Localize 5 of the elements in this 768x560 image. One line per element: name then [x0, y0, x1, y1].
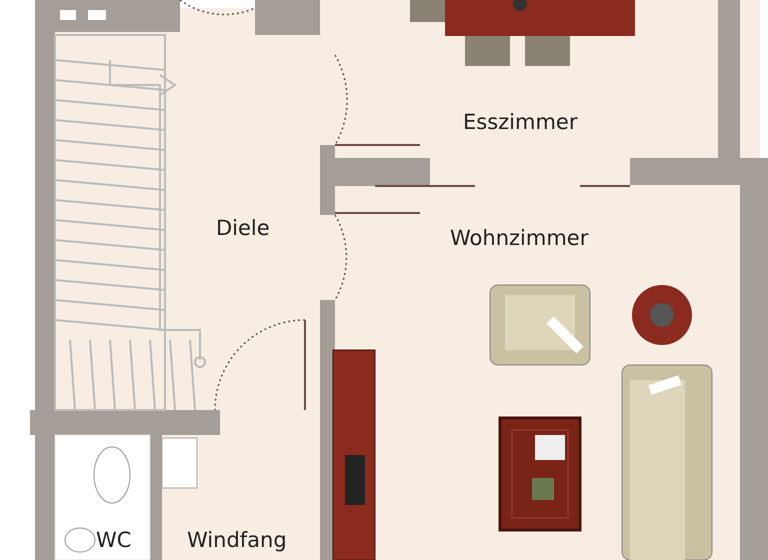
- room-label: WC: [96, 530, 132, 551]
- room-label: Esszimmer: [463, 112, 578, 133]
- room-label: Windfang: [187, 530, 287, 551]
- room-label: Wohnzimmer: [450, 228, 588, 249]
- room-label: Diele: [216, 218, 270, 239]
